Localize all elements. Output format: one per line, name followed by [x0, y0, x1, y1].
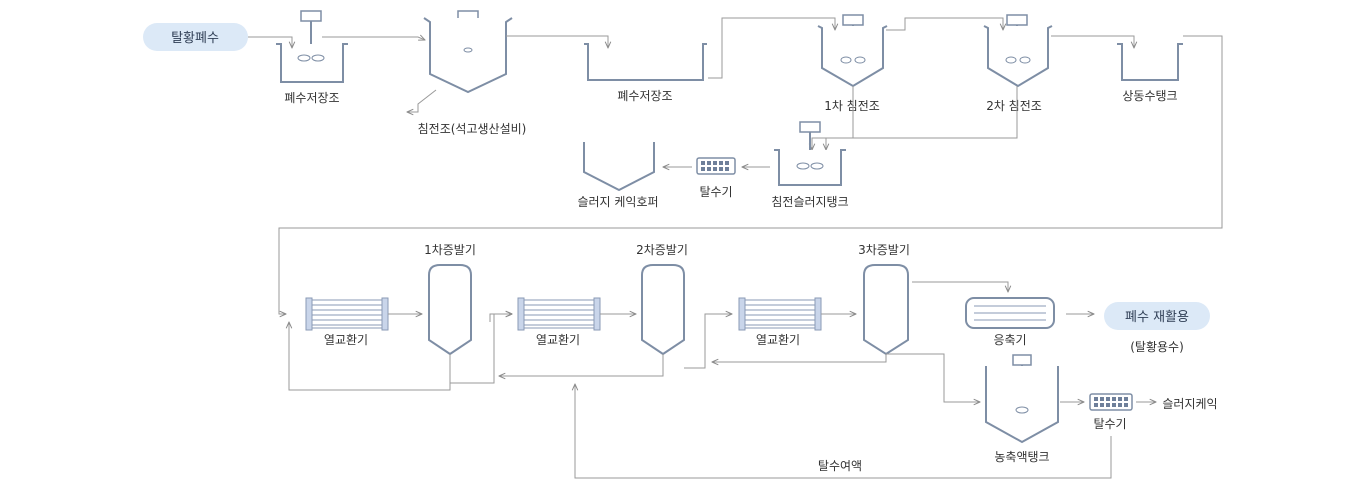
sludge-cake-label: 슬러지케익: [1162, 397, 1217, 411]
input-pill-label: 탈황폐수: [171, 31, 219, 46]
secondary-settler-label: 2차 침전조: [986, 99, 1042, 113]
settled-sludge-tank: [774, 121, 846, 186]
dewatering-press-1-label: 탈수기: [699, 185, 732, 199]
evaporator-2: [641, 264, 685, 356]
evaporator-1: [428, 264, 472, 356]
reuse-note-label: (탈황용수): [1130, 340, 1184, 354]
output-pill-label: 폐수 재활용: [1125, 310, 1189, 325]
concentrate-tank: [985, 354, 1059, 444]
input-pill: 탈황폐수: [143, 23, 248, 51]
wastewater-tank-2-label: 폐수저장조: [617, 89, 672, 103]
heat-exchanger-1: [305, 297, 389, 331]
heat-exchanger-3: [738, 297, 822, 331]
gypsum-settler-label: 침전조(석고생산설비): [418, 122, 527, 136]
heat-exchanger-3-label: 열교환기: [756, 333, 800, 347]
row3-flow-lines: [289, 281, 1156, 479]
primary-settler: [817, 14, 888, 88]
dewatering-press-2: [1089, 393, 1133, 411]
supernatant-tank: [1117, 43, 1183, 81]
filtrate-label: 탈수여액: [818, 459, 862, 473]
evaporator-3-label: 3차증발기: [858, 243, 910, 257]
sludge-cake-hopper-label: 슬러지 케익호퍼: [577, 195, 658, 209]
wastewater-tank-1-label: 폐수저장조: [284, 91, 339, 105]
heat-exchanger-2: [517, 297, 601, 331]
wastewater-tank-2: [584, 43, 707, 81]
settled-sludge-tank-label: 침전슬러지탱크: [771, 195, 848, 209]
primary-settler-label: 1차 침전조: [824, 99, 880, 113]
condenser-label: 응축기: [993, 333, 1026, 347]
sludge-cake-hopper: [583, 142, 655, 192]
evaporator-1-label: 1차증발기: [424, 243, 476, 257]
gypsum-settler: [423, 10, 513, 94]
heat-exchanger-2-label: 열교환기: [536, 333, 580, 347]
dewatering-press-2-label: 탈수기: [1093, 417, 1126, 431]
condenser: [965, 297, 1055, 329]
evaporator-2-label: 2차증발기: [636, 243, 688, 257]
wastewater-tank-1: [276, 10, 348, 83]
heat-exchanger-1-label: 열교환기: [324, 333, 368, 347]
output-pill: 폐수 재활용: [1104, 302, 1210, 330]
dewatering-press-1: [696, 157, 736, 175]
secondary-settler: [983, 14, 1053, 88]
row1-flow-lines: [248, 17, 1134, 150]
supernatant-to-evaporation-line: [278, 35, 1223, 314]
supernatant-tank-label: 상동수탱크: [1122, 89, 1177, 103]
evaporator-3: [863, 264, 909, 356]
concentrate-tank-label: 농축액탱크: [994, 450, 1049, 464]
